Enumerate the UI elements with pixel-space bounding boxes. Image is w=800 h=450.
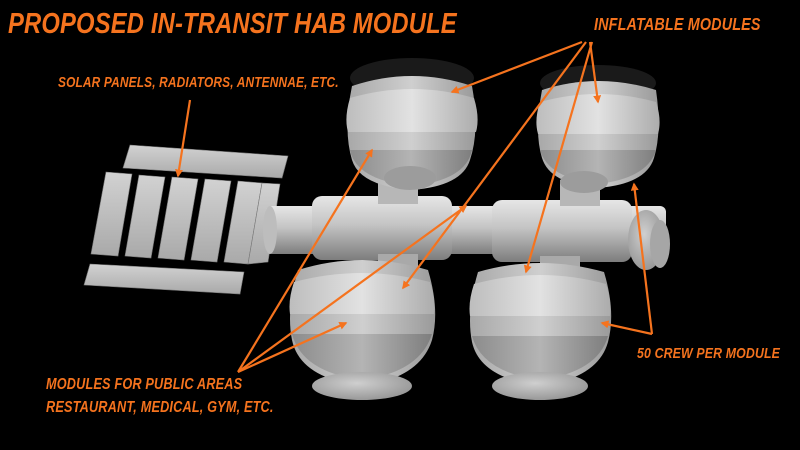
- inflatable-module-lower-right: [469, 263, 612, 400]
- label-solar-panels: SOLAR PANELS, RADIATORS, ANTENNAE, ETC.: [58, 75, 339, 91]
- label-public-areas-line1: MODULES FOR PUBLIC AREAS: [46, 376, 243, 393]
- arrow-inflatable-4: [523, 41, 594, 274]
- inflatable-module-upper-left: [346, 58, 478, 190]
- label-public-areas-line2: RESTAURANT, MEDICAL, GYM, ETC.: [46, 399, 274, 416]
- arrow-inflatable-1: [450, 40, 583, 94]
- arrow-public-2: [237, 205, 468, 373]
- central-spine: [263, 176, 670, 278]
- page-title: PROPOSED IN-TRANSIT HAB MODULE: [8, 8, 457, 40]
- arrow-solar-panels: [175, 99, 192, 178]
- arrow-crew-1: [630, 182, 654, 335]
- arrow-public-1: [237, 148, 373, 373]
- inflatable-module-upper-right: [536, 65, 660, 193]
- arrow-inflatable-3: [402, 41, 587, 290]
- solar-panel-array: [83, 144, 289, 295]
- label-crew-per-module: 50 CREW PER MODULE: [637, 345, 781, 362]
- arrow-crew-2: [600, 320, 653, 336]
- arrow-inflatable-2: [588, 41, 602, 104]
- label-inflatable-modules: INFLATABLE MODULES: [594, 14, 761, 34]
- arrow-public-3: [237, 321, 348, 374]
- annotation-arrows: [175, 40, 654, 374]
- inflatable-module-lower-left: [289, 260, 436, 400]
